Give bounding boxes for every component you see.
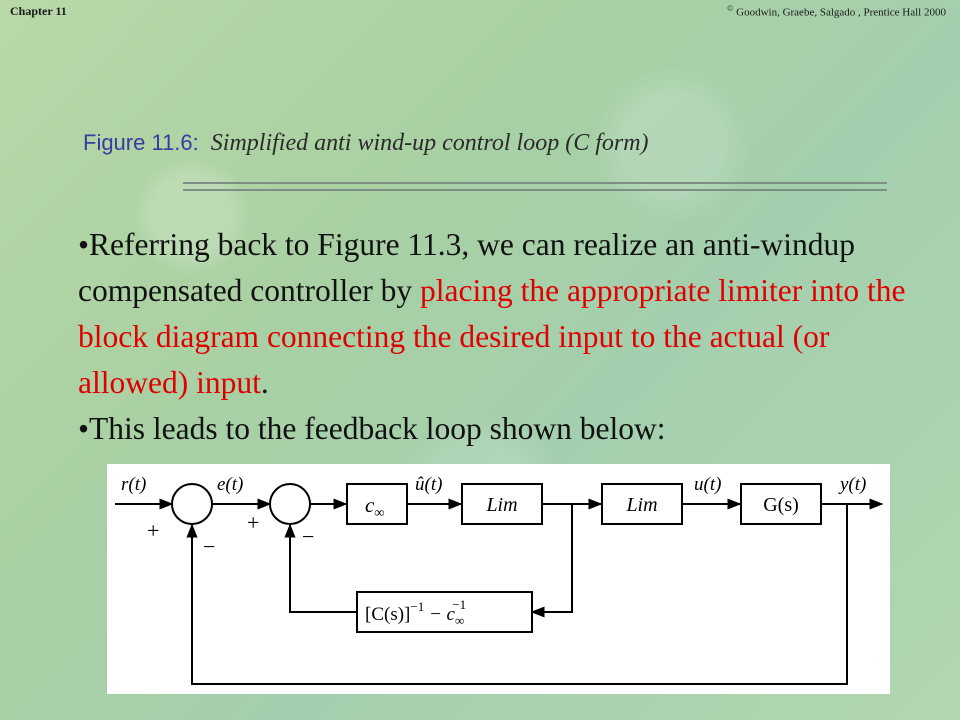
copyright-text: Goodwin, Graebe, Salgado , Prentice Hall… xyxy=(736,6,946,19)
cinf-sub: ∞ xyxy=(374,506,384,521)
label-y: y(t) xyxy=(838,474,866,495)
wire-inner-tap xyxy=(530,504,573,618)
plant-label: G(s) xyxy=(763,494,799,516)
cinf-label: c∞ xyxy=(365,493,384,521)
label-uhat: û(t) xyxy=(415,474,442,495)
bullet-1: •Referring back to Figure 11.3, we can r… xyxy=(78,222,938,406)
bullet-1-highlight: placing the appropriate limiter into the… xyxy=(78,273,906,400)
block-diagram: r(t) e(t) û(t) u(t) y(t) + − + − c∞ Lim … xyxy=(107,464,890,694)
label-u: u(t) xyxy=(694,474,721,495)
block-diagram-svg: r(t) e(t) û(t) u(t) y(t) + − + − c∞ Lim … xyxy=(115,474,884,685)
bullet-2: •This leads to the feedback loop shown b… xyxy=(78,411,666,446)
fb-minus: − c xyxy=(424,604,455,625)
slide-body: •Referring back to Figure 11.3, we can r… xyxy=(78,222,938,452)
lim-1-label: Lim xyxy=(485,494,517,516)
fb-sub: ∞ xyxy=(455,613,464,628)
title-divider xyxy=(183,182,887,191)
feedback-label: [C(s)]−1 − c∞−1 xyxy=(365,597,466,628)
chapter-label: Chapter 11 xyxy=(10,4,67,18)
figure-number: Figure 11.6: xyxy=(83,130,199,155)
wire-outer-feedback xyxy=(186,504,848,685)
figure-caption: Simplified anti wind-up control loop (C … xyxy=(210,130,649,156)
sign-plus-2: + xyxy=(247,510,259,535)
copyright-notice: © Goodwin, Graebe, Salgado , Prentice Ha… xyxy=(727,4,946,19)
cinf-c: c xyxy=(365,493,375,517)
wire-inner-return xyxy=(284,523,357,613)
copyright-symbol: © xyxy=(727,4,734,13)
summing-junction-1 xyxy=(171,483,213,525)
fb-sup1: −1 xyxy=(410,599,424,614)
fb-part1: [C(s)] xyxy=(365,604,410,625)
lim-2-label: Lim xyxy=(625,494,657,516)
bullet-1-text: •Referring back to Figure 11.3, we can r… xyxy=(78,227,855,308)
sign-minus-1: − xyxy=(203,534,215,559)
figure-title: Figure 11.6: Simplified anti wind-up con… xyxy=(83,130,649,157)
label-e: e(t) xyxy=(217,474,243,495)
bullet-1-end: . xyxy=(260,365,269,400)
summing-junction-2 xyxy=(269,483,311,525)
label-r: r(t) xyxy=(121,474,146,495)
sign-minus-2: − xyxy=(302,524,314,549)
sign-plus-1: + xyxy=(147,518,159,543)
fb-sup2: −1 xyxy=(452,597,466,612)
